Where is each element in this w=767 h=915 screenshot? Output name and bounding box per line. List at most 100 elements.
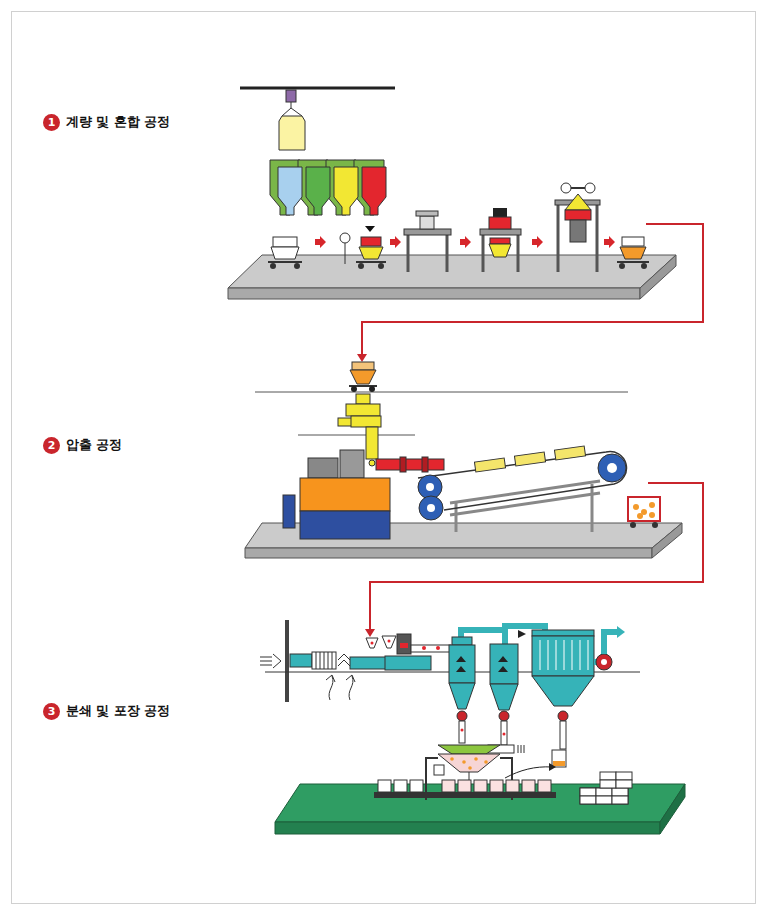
platform-front (228, 288, 640, 299)
packing-conveyor (374, 792, 556, 798)
package (596, 788, 612, 796)
package (596, 796, 612, 804)
cart-wheel (294, 263, 300, 269)
feed-duct (350, 657, 386, 669)
powder (461, 729, 464, 732)
frame-beam (404, 229, 451, 235)
fill-nozzle (469, 772, 470, 780)
powder (468, 766, 472, 770)
sampler-mark (518, 745, 524, 753)
cart-wheel (378, 263, 384, 269)
extrudate-sheet (554, 446, 585, 460)
package (616, 780, 632, 788)
powder (450, 757, 454, 761)
control-panel (283, 495, 295, 528)
tumbler-bin (565, 194, 591, 210)
drop-pipe (459, 721, 465, 743)
chip (388, 640, 391, 643)
cart-lid (273, 237, 297, 247)
feeder-part (366, 427, 378, 459)
cooler-fins (316, 652, 332, 669)
fan-hub (601, 659, 607, 665)
cyclone-body (449, 645, 475, 683)
powder-pipe (411, 645, 451, 652)
barrel-band (422, 457, 428, 472)
extrudate-sheet (474, 458, 505, 472)
chevron-mark (338, 654, 350, 666)
cart-lid (361, 237, 381, 246)
platform-side (652, 523, 682, 558)
roller-hub (427, 504, 435, 512)
exhaust-arrow (617, 626, 625, 638)
filter-bags (540, 640, 588, 670)
transfer-arrowhead (357, 354, 367, 362)
feeder-part (369, 460, 375, 466)
package (538, 780, 551, 792)
reject-arrow (505, 767, 552, 778)
silo (334, 167, 358, 215)
cart-wheel (358, 263, 364, 269)
tumbler-band (565, 210, 591, 220)
chip (649, 502, 655, 508)
feeder-part (356, 394, 370, 404)
powder (462, 760, 466, 764)
drop-pipe (501, 721, 507, 745)
frame-leg (517, 234, 520, 272)
silo (306, 167, 330, 215)
sieve-funnel (438, 754, 500, 772)
extruder-barrel (376, 459, 444, 470)
floor-side (660, 784, 685, 834)
motor (308, 458, 338, 478)
chip (371, 642, 374, 645)
step-number: 2 (43, 437, 60, 454)
cyclone-cone (490, 684, 518, 710)
package (616, 772, 632, 780)
flow-arrow (315, 236, 326, 248)
floor-front (275, 822, 660, 834)
conveyor-frame (450, 481, 600, 503)
stage-heading: 1계량 및 혼합 공정 (43, 114, 263, 131)
conveyor-belt (418, 452, 626, 510)
feed-bin-wheel (369, 386, 375, 392)
hoist-rail (240, 87, 395, 90)
extruder-body (300, 478, 390, 511)
pallet-stack (580, 788, 628, 804)
chip (633, 504, 639, 510)
flow-arrow (604, 236, 615, 248)
feeder-part (351, 416, 381, 427)
sieve-screen (438, 745, 500, 754)
chip-hopper (366, 638, 378, 648)
filter-top (532, 630, 594, 636)
feeder-part (338, 418, 352, 426)
mixer-head (420, 216, 434, 229)
step-title: 분쇄 및 포장 공정 (66, 703, 170, 720)
chip (637, 513, 643, 519)
wall-section (285, 620, 289, 702)
package (612, 796, 628, 804)
step-number: 3 (43, 703, 60, 720)
hoist-sling (282, 108, 302, 116)
step-number: 1 (43, 114, 60, 131)
stage-heading: 3 분쇄 및 포장 공정 (43, 703, 263, 720)
basket-wheel (630, 522, 636, 528)
roller-hub (607, 463, 617, 473)
frame-leg (557, 205, 560, 272)
rotary-valve (558, 711, 568, 721)
tumbler-base (570, 220, 586, 242)
drop-pipe (560, 721, 566, 749)
cart-bin (620, 247, 646, 259)
package (378, 780, 391, 792)
air-cooler (312, 652, 336, 669)
air-inlet-arrow (273, 654, 281, 668)
package (600, 772, 616, 780)
mill-motor (400, 643, 408, 648)
cart-base (356, 261, 386, 263)
flow-arrow (390, 236, 401, 248)
rotary-valve (457, 711, 467, 721)
package (506, 780, 519, 792)
package (458, 780, 471, 792)
conveyor-leg (591, 484, 594, 532)
scale-gauge (340, 233, 350, 243)
